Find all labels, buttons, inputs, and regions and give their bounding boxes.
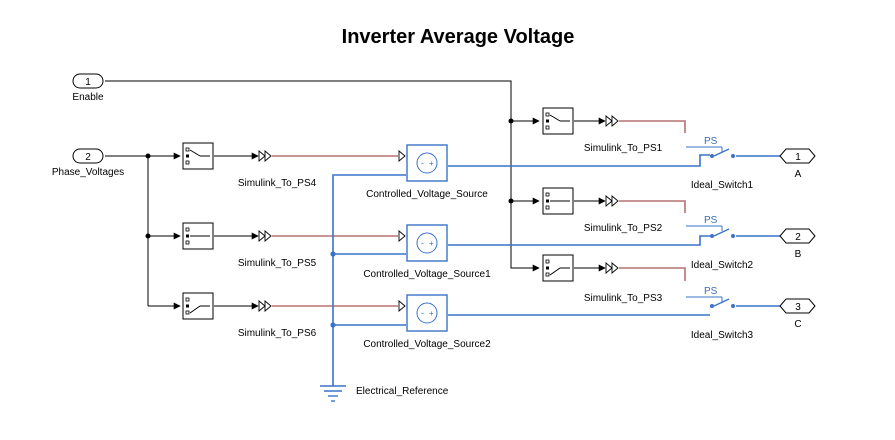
ideal-switch-icon[interactable]: PS	[686, 215, 735, 238]
controlled-voltage-source-icon[interactable]: - +	[398, 144, 448, 182]
source-label: Controlled_Voltage_Source	[366, 189, 488, 200]
branch-dot	[145, 153, 151, 159]
switch-block-icon[interactable]	[182, 142, 214, 170]
outport-number: 3	[795, 302, 801, 313]
converter-line	[619, 200, 686, 213]
controlled-voltage-source-icon[interactable]: - +	[398, 224, 448, 262]
branch-dot	[508, 198, 514, 204]
ideal-switch-icon[interactable]: PS	[686, 286, 735, 308]
inport-label: Phase_Voltages	[52, 167, 124, 178]
phys-pos-a	[448, 154, 710, 167]
switch-label: Ideal_Switch2	[691, 260, 754, 271]
svg-text:-: -	[421, 308, 424, 318]
inport-enable[interactable]: 1	[72, 73, 104, 89]
switch-block-icon[interactable]	[542, 107, 574, 135]
phys-node	[330, 251, 336, 257]
switch-block-icon[interactable]	[182, 292, 214, 320]
switch-ps-label: PS	[704, 215, 718, 226]
converter-line	[619, 120, 686, 133]
outport-number: 2	[795, 232, 801, 243]
switch-label: Ideal_Switch1	[691, 180, 754, 191]
outport-label: A	[795, 169, 802, 180]
phys-pos-b	[448, 235, 710, 246]
switch-label: Ideal_Switch3	[691, 330, 754, 341]
switch-block-icon[interactable]	[542, 254, 574, 282]
electrical-reference-label: Electrical_Reference	[356, 386, 449, 397]
switch-block-icon[interactable]	[542, 187, 574, 215]
switch-ps-label: PS	[704, 136, 718, 147]
svg-text:+: +	[429, 239, 434, 248]
diagram-title: Inverter Average Voltage	[342, 26, 575, 48]
converter-line	[619, 267, 686, 281]
svg-text:+: +	[429, 159, 434, 168]
svg-text:-: -	[421, 158, 424, 168]
source-label: Controlled_Voltage_Source1	[363, 269, 491, 280]
converter-label: Simulink_To_PS4	[238, 178, 317, 189]
simulink-to-ps-icon[interactable]	[258, 300, 272, 312]
simulink-to-ps-icon[interactable]	[605, 195, 619, 207]
electrical-reference-icon[interactable]	[320, 385, 346, 402]
outport-a[interactable]: 1	[779, 148, 816, 164]
converter-label: Simulink_To_PS2	[584, 223, 663, 234]
phase-signal-line	[105, 155, 149, 306]
outport-label: C	[794, 319, 801, 330]
ideal-switch-icon[interactable]: PS	[686, 136, 735, 158]
simulink-to-ps-icon[interactable]	[605, 115, 619, 127]
inport-phase-voltages[interactable]: 2	[72, 148, 104, 164]
phys-neg-bus	[332, 174, 406, 386]
converter-label: Simulink_To_PS5	[238, 258, 317, 269]
inport-number: 2	[85, 152, 91, 163]
svg-text:-: -	[421, 238, 424, 248]
outport-c[interactable]: 3	[779, 298, 816, 314]
outport-number: 1	[795, 152, 801, 163]
simulink-to-ps-icon[interactable]	[605, 262, 619, 274]
inport-label: Enable	[72, 92, 104, 103]
switch-block-icon[interactable]	[182, 222, 214, 250]
svg-text:+: +	[429, 309, 434, 318]
branch-dot	[508, 118, 514, 124]
converter-label: Simulink_To_PS1	[584, 143, 663, 154]
branch-dot	[145, 233, 151, 239]
enable-signal-line	[105, 80, 539, 269]
controlled-voltage-source-icon[interactable]: - +	[398, 294, 448, 332]
inport-number: 1	[85, 77, 91, 88]
converter-label: Simulink_To_PS6	[238, 328, 317, 339]
simulink-to-ps-icon[interactable]	[258, 150, 272, 162]
switch-ps-label: PS	[704, 286, 718, 297]
converter-label: Simulink_To_PS3	[584, 293, 663, 304]
outport-label: B	[795, 249, 802, 260]
outport-b[interactable]: 2	[779, 228, 816, 244]
phys-node	[330, 322, 336, 328]
source-label: Controlled_Voltage_Source2	[363, 339, 491, 350]
simulink-to-ps-icon[interactable]	[258, 230, 272, 242]
